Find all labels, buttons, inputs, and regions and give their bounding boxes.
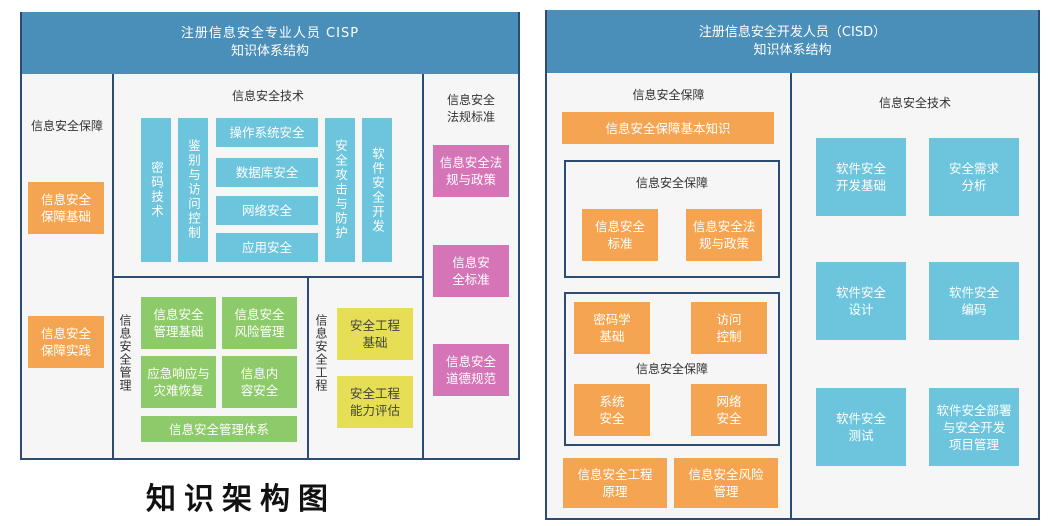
divider xyxy=(422,74,424,460)
cryptography-box: 密码学 基础 xyxy=(574,302,650,354)
standards-box: 信息安 全标准 xyxy=(433,245,509,297)
engineering-title: 信息安全工程 xyxy=(314,314,328,392)
os-security-box: 操作系统安全 xyxy=(216,118,318,147)
divider xyxy=(790,73,792,520)
assurance-practice-box: 信息安全 保障实践 xyxy=(28,316,104,368)
assurance-group-2-title: 信息安全保障 xyxy=(635,362,708,376)
law-policy-box: 信息安全法 规与政策 xyxy=(433,145,509,197)
network-security-box: 网络安全 xyxy=(216,196,318,225)
software-dev-box: 软件安全开发 xyxy=(362,118,392,262)
cisp-header-title: 注册信息安全专业人员 CISP xyxy=(180,26,360,41)
emergency-response-box: 应急响应与 灾难恢复 xyxy=(141,356,216,408)
diagram-title: 知识架构图 xyxy=(146,482,336,517)
security-testing-box: 软件安全 测试 xyxy=(816,388,906,466)
assurance-group-1-title: 信息安全保障 xyxy=(635,176,708,190)
mgmt-title: 信息安全管理 xyxy=(118,314,132,392)
law-standards-title: 信息安全 法规标准 xyxy=(446,93,495,124)
secure-coding-box: 软件安全 编码 xyxy=(929,262,1019,340)
secure-dev-basics-box: 软件安全 开发基础 xyxy=(816,138,906,216)
law-policy-box-2: 信息安全法 规与政策 xyxy=(686,209,762,261)
access-control-box: 访问 控制 xyxy=(691,302,767,354)
risk-management-box: 信息安全风险 管理 xyxy=(674,458,778,508)
divider xyxy=(307,276,309,460)
app-security-box: 应用安全 xyxy=(216,233,318,262)
system-security-box: 系统 安全 xyxy=(574,384,650,436)
content-security-box: 信息内 容安全 xyxy=(222,356,297,408)
auth-access-box: 鉴别与访问控制 xyxy=(178,118,208,262)
eng-basics-box: 安全工程 基础 xyxy=(337,308,413,360)
assurance-title: 信息安全保障 xyxy=(30,119,103,133)
db-security-box: 数据库安全 xyxy=(216,158,318,187)
cisd-header-title: 注册信息安全开发人员（CISD） xyxy=(698,24,887,40)
ethics-box: 信息安全 道德规范 xyxy=(433,344,509,396)
divider xyxy=(112,74,114,460)
attack-defense-box: 安全攻击与防护 xyxy=(325,118,355,262)
cisp-header: 注册信息安全专业人员 CISP 知识体系结构 xyxy=(22,12,518,74)
isms-box: 信息安全管理体系 xyxy=(141,416,297,442)
assurance-knowledge-box: 信息安全保障基本知识 xyxy=(562,112,774,144)
requirements-analysis-box: 安全需求 分析 xyxy=(929,138,1019,216)
risk-mgmt-box: 信息安全 风险管理 xyxy=(222,297,297,349)
assurance-basics-box: 信息安全 保障基础 xyxy=(28,182,104,234)
cisd-header: 注册信息安全开发人员（CISD） 知识体系结构 xyxy=(547,10,1038,73)
security-standards-box: 信息安全 标准 xyxy=(582,209,658,261)
divider xyxy=(112,276,424,278)
eng-capability-box: 安全工程 能力评估 xyxy=(337,376,413,428)
mgmt-basics-box: 信息安全 管理基础 xyxy=(141,297,216,349)
crypto-box: 密码技术 xyxy=(141,118,171,262)
cisd-assurance-title: 信息安全保障 xyxy=(632,88,705,102)
net-security-box: 网络 安全 xyxy=(691,384,767,436)
eng-principles-box: 信息安全工程 原理 xyxy=(563,458,667,508)
cisp-header-subtitle: 知识体系结构 xyxy=(230,44,309,59)
tech-title: 信息安全技术 xyxy=(231,89,304,103)
secure-design-box: 软件安全 设计 xyxy=(816,262,906,340)
cisd-tech-title: 信息安全技术 xyxy=(878,96,951,110)
deployment-pm-box: 软件安全部署 与安全开发 项目管理 xyxy=(929,388,1019,466)
cisd-header-subtitle: 知识体系结构 xyxy=(753,42,832,58)
